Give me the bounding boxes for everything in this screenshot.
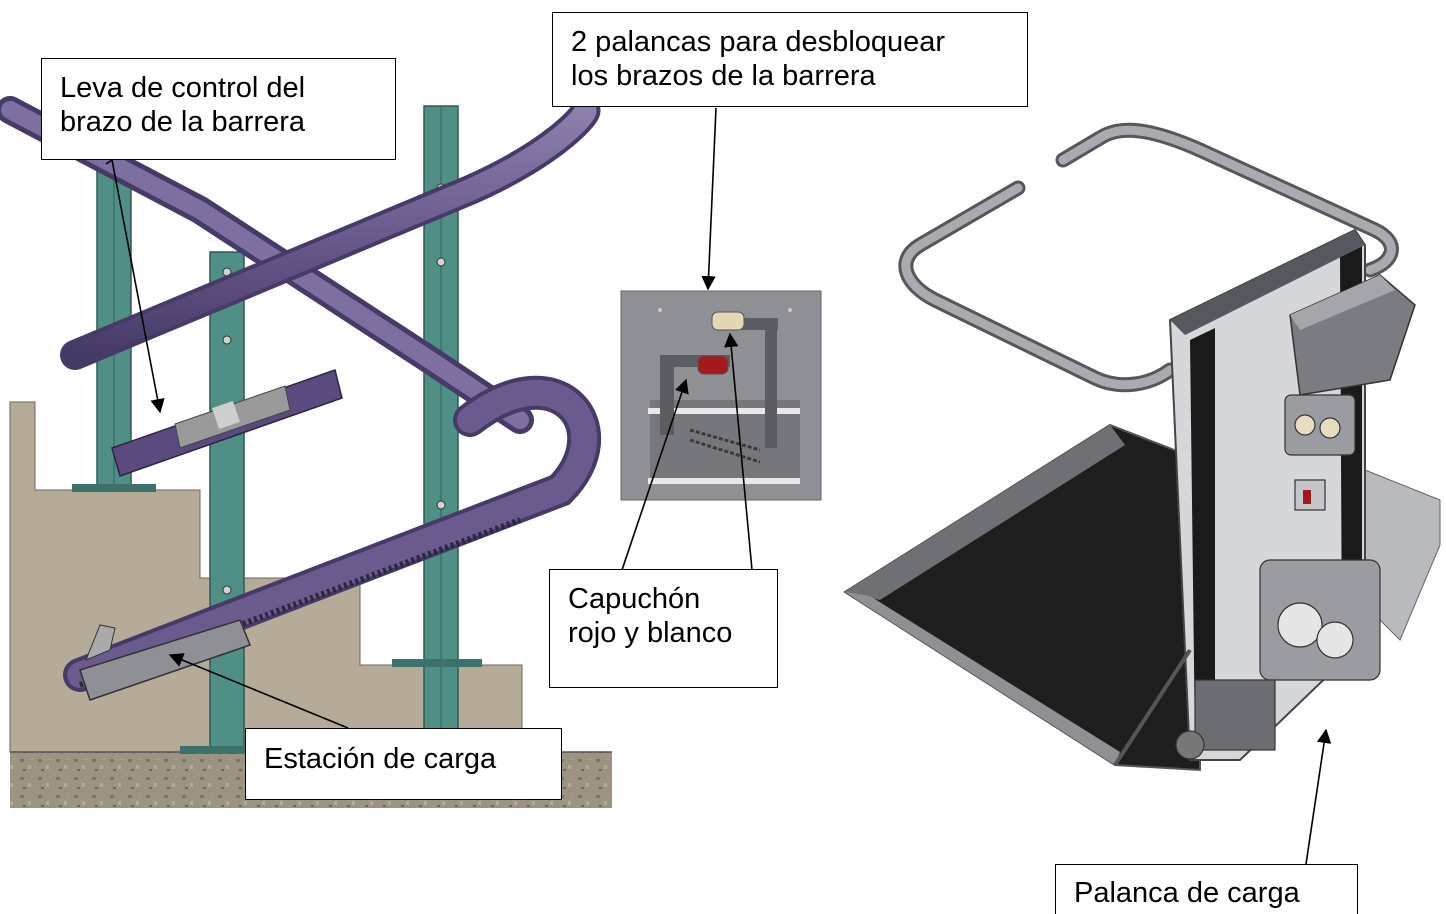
callout-palancas: 2 palancas para desbloquear los brazos d… [552,12,1028,107]
lever-detail-inset [620,290,822,501]
arrow-capuchon-white [724,332,753,571]
callout-palanca-carga-line1: Palanca de carga [1074,877,1300,909]
callout-capuchon-line1: Capuchón [568,583,701,615]
callout-leva-de-control: Leva de control del brazo de la barrera [41,58,396,160]
staircase-illustration [0,95,612,808]
charging-station [79,619,251,701]
callout-leva-line2: brazo de la barrera [60,106,306,138]
callout-palancas-line1: 2 palancas para desbloquear [571,26,946,58]
callout-palancas-line2: los brazos de la barrera [571,60,876,92]
callout-leva-line1: Leva de control del [60,72,306,104]
arrow-leva [111,159,165,414]
callout-palanca-de-carga: Palanca de carga [1055,864,1358,914]
mechanism [1175,394,1381,760]
callout-estacion-line1: Estación de carga [264,743,497,775]
handrail [898,180,1178,393]
arrow-palanca-carga [1305,728,1332,865]
base-plates [72,484,482,754]
callout-capuchon: Capuchón rojo y blanco [549,569,778,688]
platform-lift-illustration [843,122,1441,772]
control-box [1289,274,1416,396]
arrow-leva-2 [105,159,113,165]
barrier-cam-bar [111,369,343,477]
arrow-capuchon-red [621,378,689,571]
white-cap [711,311,745,331]
post-bolts [222,183,446,595]
callout-estacion-de-carga: Estación de carga [245,728,562,800]
red-cap [697,355,729,375]
arrow-palancas [701,107,717,291]
arrow-estacion [168,653,349,729]
pointer-arrows [105,107,1332,865]
callout-capuchon-line2: rojo y blanco [568,617,733,649]
